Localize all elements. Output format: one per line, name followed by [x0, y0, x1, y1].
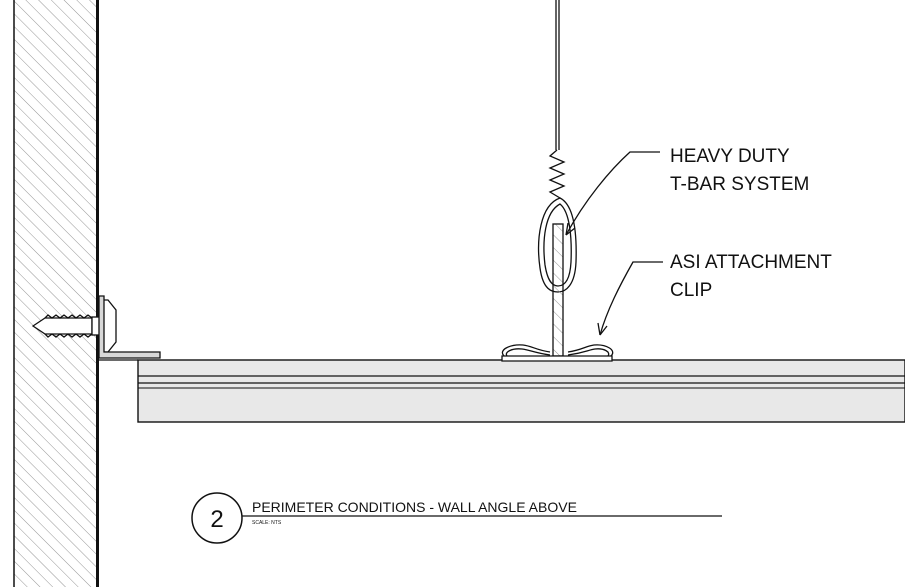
- t-bar: [501, 223, 613, 362]
- detail-scale: SCALE: NTS: [252, 520, 282, 526]
- detail-title-block: 2 PERIMETER CONDITIONS - WALL ANGLE ABOV…: [191, 492, 722, 544]
- clip-callout-line2: CLIP: [670, 280, 712, 301]
- wall-angle: [98, 295, 161, 359]
- detail-number: 2: [210, 506, 223, 533]
- detail-title: PERIMETER CONDITIONS - WALL ANGLE ABOVE: [252, 499, 577, 515]
- clip-callout-line1: ASI ATTACHMENT: [670, 252, 832, 273]
- detail-number-circle: [191, 492, 243, 544]
- leader-clip: [597, 261, 663, 336]
- ceiling-panel: [99, 359, 905, 423]
- tbar-callout-line2: T-BAR SYSTEM: [670, 174, 809, 195]
- leader-tbar: [565, 151, 660, 236]
- attachment-clip: [501, 344, 614, 357]
- wall: [13, 0, 99, 587]
- tbar-callout-line1: HEAVY DUTY: [670, 146, 790, 167]
